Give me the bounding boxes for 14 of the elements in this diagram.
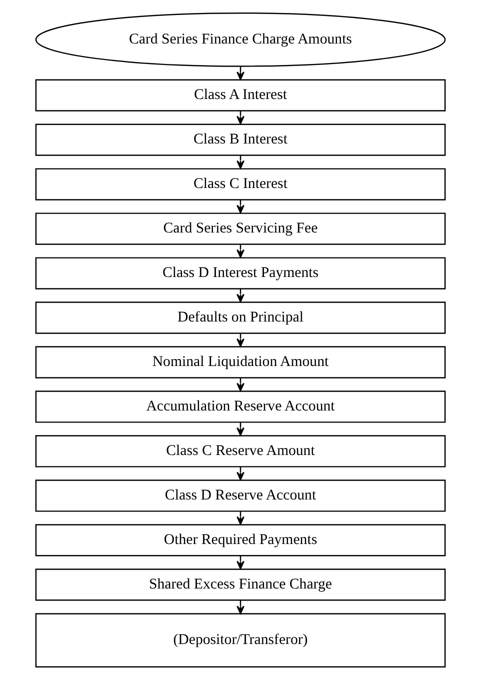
node-box: Defaults on Principal	[34, 302, 446, 334]
node-box: (Depositor/Transferor)	[34, 613, 446, 668]
node-box: Other Required Payments	[34, 524, 446, 556]
node-ellipse: Card Series Finance Charge Amounts	[34, 12, 446, 67]
node-box: Class B Interest	[34, 124, 446, 156]
node-box: Class C Reserve Amount	[34, 435, 446, 468]
node-box: Card Series Servicing Fee	[34, 212, 446, 245]
node-box: Accumulation Reserve Account	[34, 390, 446, 423]
node-box: Class A Interest	[34, 79, 446, 112]
node-box: Class C Interest	[34, 168, 446, 200]
node-box: Class D Interest Payments	[34, 257, 446, 290]
node-box: Class D Reserve Account	[34, 480, 446, 512]
node-box: Nominal Liquidation Amount	[34, 346, 446, 378]
node-box: Shared Excess Finance Charge	[34, 568, 446, 601]
